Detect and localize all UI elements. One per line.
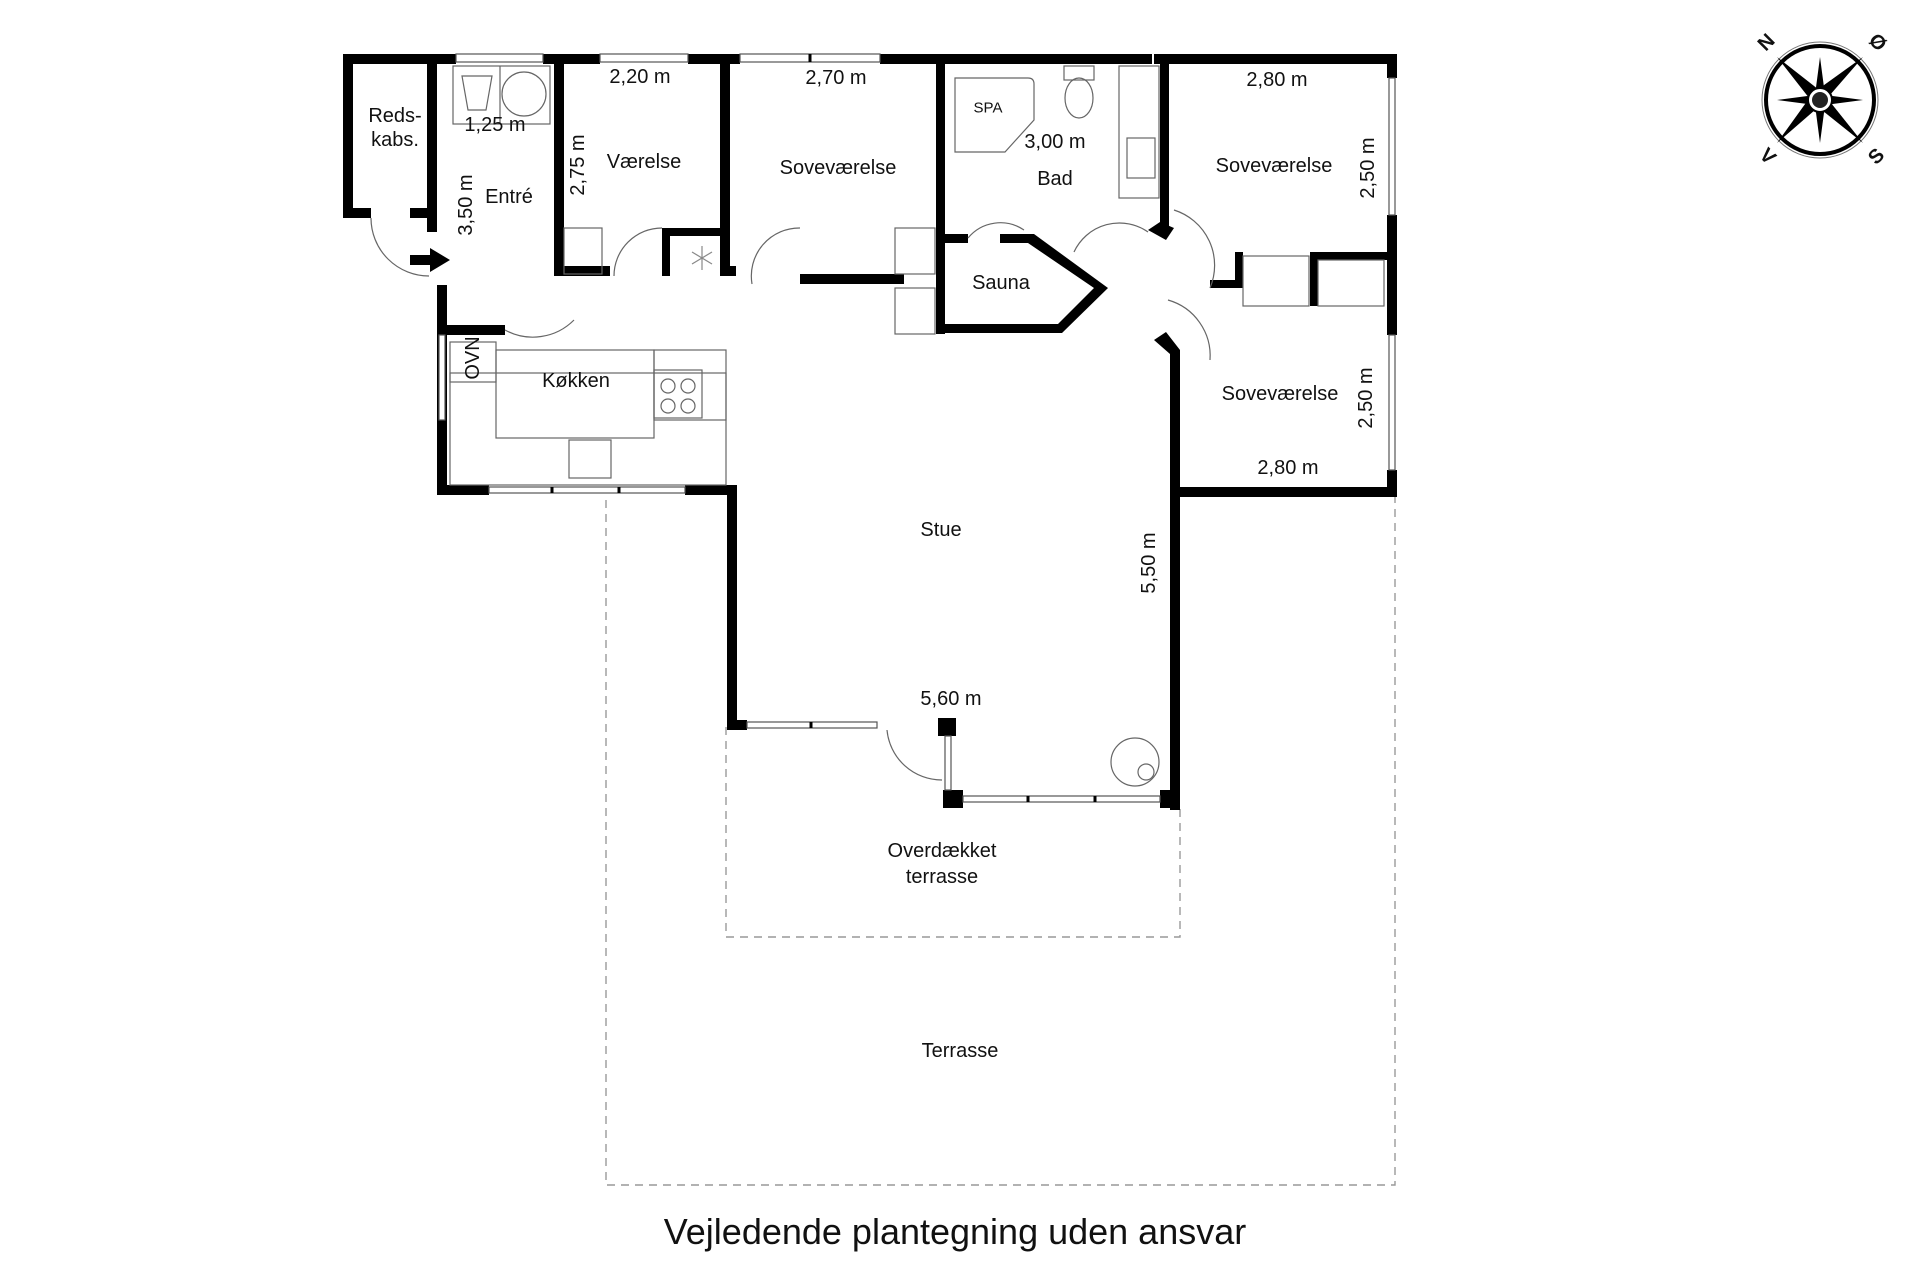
fixtures <box>449 65 1385 787</box>
stue-length-dimension: 5,50 m <box>1138 532 1160 594</box>
vaerelse-length-dimension: 2,75 m <box>567 134 589 196</box>
sovevaerelse2-width-dimension: 2,80 m <box>1246 69 1308 91</box>
entre-length-dimension: 3,50 m <box>455 174 477 236</box>
sovevaerelse3-length-dimension: 2,50 m <box>1355 367 1377 429</box>
room-label-terrasse: Terrasse <box>921 1040 999 1062</box>
compass-rose: N Ø S V <box>1754 29 1891 169</box>
vaerelse-width-dimension: 2,20 m <box>609 66 671 88</box>
redskabs-line2: kabs. <box>371 129 419 151</box>
room-label-redskabsrum: Reds- kabs. <box>368 106 421 150</box>
room-label-bad: Bad <box>1037 168 1073 190</box>
oven-label: OVN <box>462 336 484 380</box>
room-label-sauna: Sauna <box>972 272 1030 294</box>
room-label-sovevaerelse-2: Soveværelse <box>1215 155 1333 177</box>
redskabs-line1: Reds- <box>368 105 422 127</box>
room-label-kokken: Køkken <box>542 370 610 392</box>
stue-width-dimension: 5,60 m <box>920 688 982 710</box>
compass-rose-icon <box>1761 41 1879 159</box>
overdaekket-line1: Overdækket <box>887 840 997 862</box>
disclaimer-caption: Vejledende plantegning uden ansvar <box>663 1211 1247 1252</box>
sovevaerelse2-length-dimension: 2,50 m <box>1357 137 1379 199</box>
room-label-stue: Stue <box>920 519 962 541</box>
entrance-arrow-icon <box>410 248 450 272</box>
bad-width-dimension: 3,00 m <box>1024 131 1086 153</box>
room-label-sovevaerelse-3: Soveværelse <box>1221 383 1339 405</box>
sovevaerelse1-width-dimension: 2,70 m <box>805 67 867 89</box>
sovevaerelse3-width-dimension: 2,80 m <box>1257 457 1319 479</box>
terrace-outline <box>605 497 1396 1186</box>
overdaekket-line2: terrasse <box>905 866 979 888</box>
room-label-sovevaerelse-1: Soveværelse <box>779 157 897 179</box>
room-label-entre: Entré <box>485 186 533 208</box>
room-label-overdaekket-terrasse: Overdækket terrasse <box>888 841 997 887</box>
doors <box>370 209 1216 781</box>
entre-width-dimension: 1,25 m <box>464 114 526 136</box>
room-label-vaerelse: Værelse <box>606 151 682 173</box>
freezer-snowflake-icon <box>691 246 713 270</box>
windows <box>438 53 1396 803</box>
spa-label: SPA <box>973 99 1003 117</box>
